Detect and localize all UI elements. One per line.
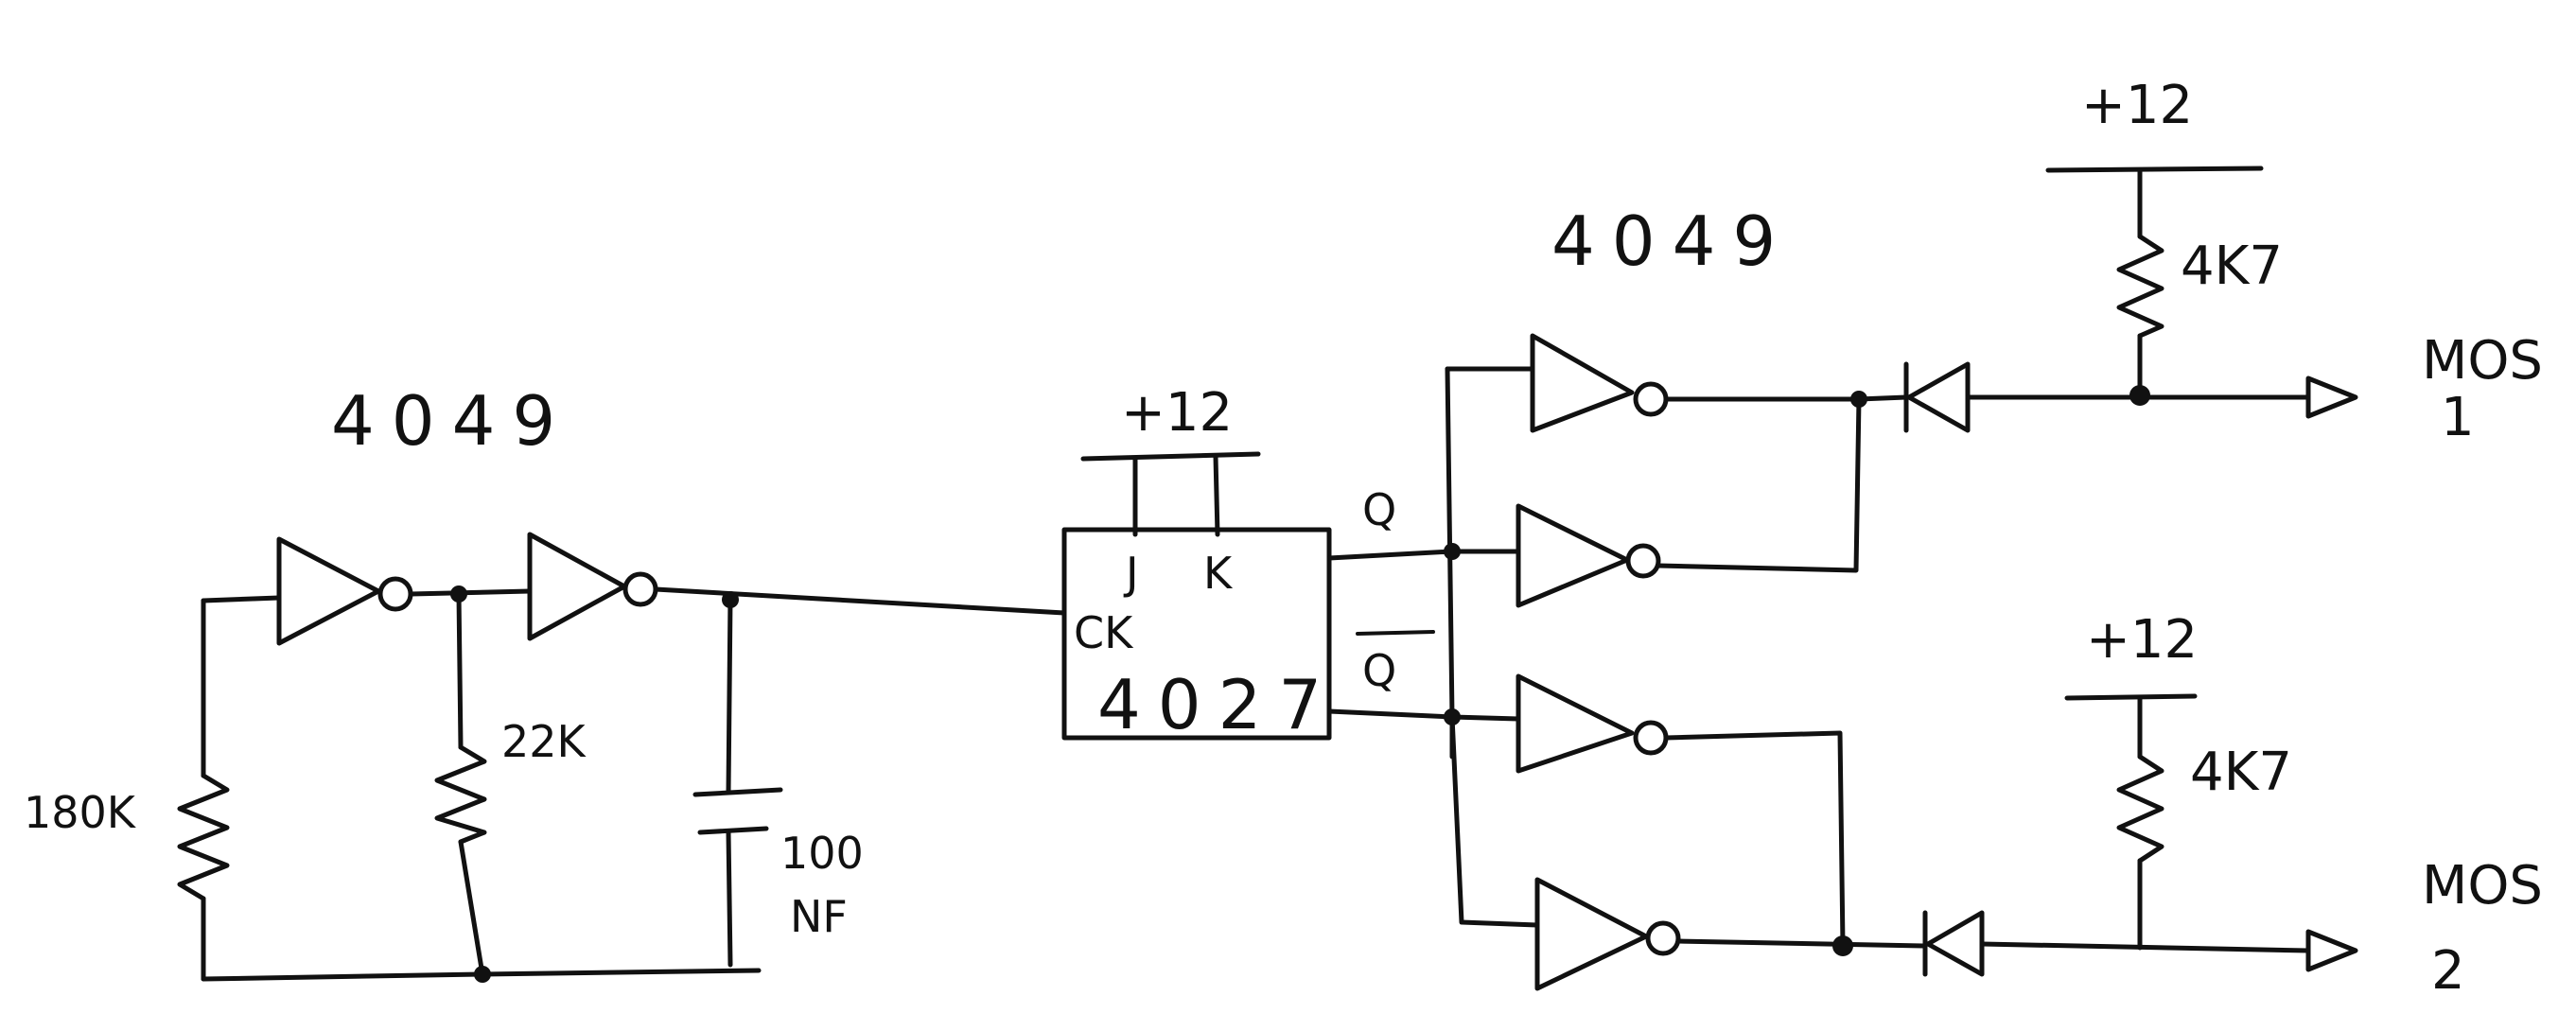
- inverter-1: [276, 536, 413, 646]
- junction-dot: [474, 966, 491, 983]
- diode-1: [1903, 361, 1971, 433]
- wire-cap-top: [726, 595, 733, 795]
- mos1-label-a: MOS: [2422, 330, 2543, 392]
- junction-dot: [722, 591, 739, 608]
- flipflop-vcc-label: +12: [1121, 382, 1233, 444]
- q-output-label: Q: [1362, 484, 1396, 535]
- supply-rail-top: [2045, 166, 2264, 173]
- resistor-180k-label: 180K: [24, 787, 137, 838]
- junction-dot: [450, 585, 467, 603]
- resistor-4k7-bottom-label: 4K7: [2190, 742, 2292, 803]
- capacitor-unit-label: NF: [790, 891, 848, 942]
- flipflop-part-label: 4027: [1097, 665, 1339, 744]
- ic-label-right: 4049: [1551, 201, 1793, 281]
- flipflop-section: +12 J K CK 4027 Q Q: [1061, 382, 1455, 744]
- resistor-4k7-top-label: 4K7: [2181, 236, 2283, 297]
- junction-dot: [2129, 385, 2150, 406]
- wire-22k-top: [456, 591, 464, 750]
- ic-label-left: 4049: [331, 381, 572, 461]
- pin-j-label: J: [1123, 548, 1139, 599]
- supply-rail-bottom: [2064, 693, 2198, 701]
- flipflop-4027-box: [1061, 527, 1332, 741]
- resistor-4k7-top: [2116, 234, 2164, 339]
- inverter-6: [1534, 877, 1649, 991]
- junction-dot: [1444, 543, 1461, 560]
- wire-inv2-out: [653, 586, 1067, 616]
- capacitor-value-label: 100: [780, 828, 864, 879]
- pin-k-label: K: [1203, 548, 1234, 599]
- mos2-label-a: MOS: [2422, 855, 2543, 917]
- wire-qbar-out: [1326, 708, 1455, 720]
- resistor-22k-label: 22K: [501, 716, 587, 767]
- vcc-label-bottom: +12: [2086, 609, 2198, 671]
- qbar-overline: [1356, 630, 1435, 636]
- mos2-label-b: 2: [2431, 940, 2465, 1002]
- junction-dot: [1444, 708, 1461, 725]
- inverter-3: [1530, 333, 1635, 433]
- output-arrow-1: [2305, 376, 2358, 419]
- resistor-4k7-bottom: [2116, 754, 2164, 864]
- mos1-label-b: 1: [2441, 387, 2475, 448]
- wire-22k-bottom: [458, 839, 485, 977]
- inverter-4: [1516, 503, 1630, 608]
- output-stage-1: +12 4K7 MOS 1: [1856, 75, 2543, 448]
- diode-2: [1922, 910, 1985, 977]
- wire-cap-bottom: [726, 830, 733, 968]
- wire-k-pin: [1213, 454, 1220, 537]
- oscillator-section: 4049 180K 22K 100 NF: [24, 381, 1067, 983]
- wire-q-out: [1326, 549, 1455, 561]
- pin-ck-label: CK: [1074, 607, 1134, 658]
- inverter-2: [527, 532, 658, 641]
- resistor-22k: [434, 744, 487, 845]
- resistor-180k: [177, 773, 230, 901]
- junction-dot: [1832, 935, 1853, 956]
- qbar-output-label: Q: [1362, 645, 1396, 696]
- wire-input-loop: [201, 595, 282, 603]
- wire-inv1-to-inv2: [408, 588, 533, 597]
- output-stage-2: +12 4K7 MOS 2: [1922, 609, 2543, 1002]
- inverter-5: [1516, 673, 1635, 774]
- capacitor-100nf: [692, 787, 783, 835]
- flipflop-supply-rail: [1080, 451, 1261, 462]
- output-buffer-section: 4049: [1444, 201, 1928, 991]
- output-arrow-2: [2305, 929, 2358, 972]
- vcc-label-top: +12: [2081, 75, 2193, 136]
